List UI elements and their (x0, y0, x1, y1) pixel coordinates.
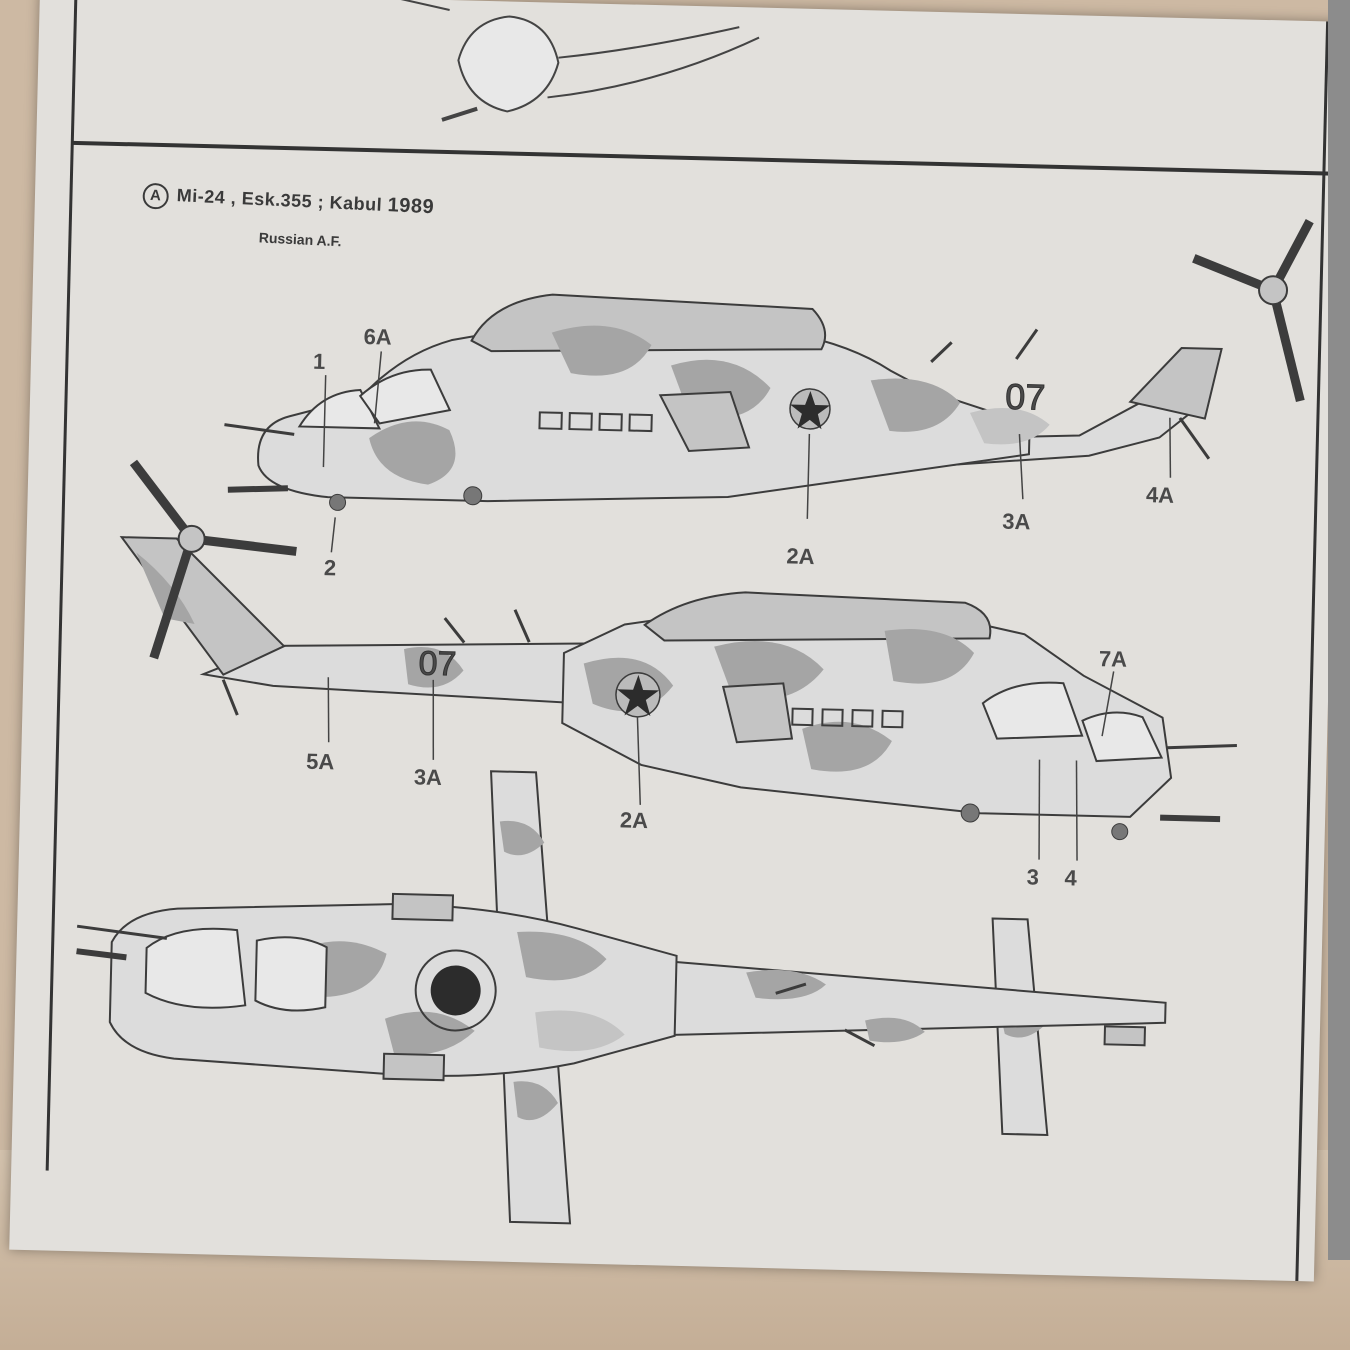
aircraft-type: Mi-24 (176, 185, 226, 208)
fuselage-number-top: 07 (1005, 376, 1046, 418)
star-icon (790, 390, 831, 430)
callout-3a-mid: 3A (413, 764, 443, 791)
callout-5a: 5A (305, 748, 335, 775)
tail-rotor-2 (129, 459, 297, 660)
instruction-sheet: 07 (9, 0, 1345, 1282)
callout-2: 2 (323, 555, 337, 581)
callout-7a: 7A (1098, 646, 1128, 672)
callout-1: 1 (312, 348, 326, 375)
callout-2a-mid: 2A (619, 807, 649, 834)
right-frame-line (1295, 21, 1330, 1282)
rotor-hub-icon (430, 965, 481, 1016)
plan-view (76, 770, 1167, 1225)
side-view-right-facing: 07 (119, 459, 1237, 861)
fuselage-number-middle: 07 (418, 644, 457, 683)
callout-3: 3 (1026, 864, 1040, 890)
left-frame-line (45, 0, 78, 1171)
callout-2a-top: 2A (786, 543, 815, 570)
callout-4: 4 (1064, 865, 1078, 891)
previous-panel-drawing (399, 0, 760, 122)
variant-badge: A (142, 182, 170, 210)
star-icon-2 (617, 674, 660, 717)
year-label: 1989 (387, 194, 435, 219)
side-view-left-facing: 07 (224, 218, 1314, 553)
location-name: Kabul (329, 192, 383, 215)
drawing-canvas: 07 (45, 0, 1331, 1282)
callout-6a: 6A (363, 324, 393, 350)
page-edge-shadow (1328, 0, 1350, 1260)
unit-name: , Esk.355 ; (230, 187, 325, 213)
section-divider (72, 140, 1331, 176)
callout-4a: 4A (1145, 482, 1175, 508)
callout-3a-top: 3A (1002, 508, 1031, 535)
